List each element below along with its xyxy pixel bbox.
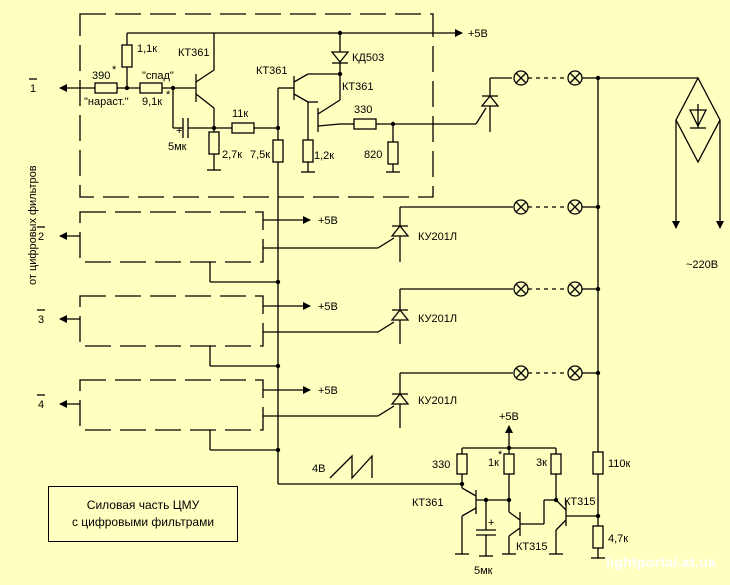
svg-text:3к: 3к (536, 457, 547, 469)
channel-2: 2 +5В КУ201Л (37, 199, 598, 285)
svg-text:"спад": "спад" (142, 70, 174, 82)
channel-2-supply-label: +5В (318, 215, 338, 227)
watermark: lightportal.at.ua (606, 554, 717, 570)
side-label: от цифровых фильтров (27, 165, 39, 285)
resistor-rise (94, 82, 118, 94)
svg-text:390: 390 (92, 70, 110, 82)
thyristor-4-label: КУ201Л (418, 395, 457, 407)
ramp-generator: 4В +5В 330 1к * 3к КТ361 (278, 411, 631, 577)
svg-text:*: * (498, 449, 503, 461)
svg-text:11к: 11к (232, 108, 248, 120)
svg-text:*: * (112, 64, 117, 76)
channel-4-input-label: 4 (38, 399, 44, 411)
ramp-amplitude-label: 4В (312, 463, 325, 475)
channel-4: 4 +5В КУ201Л (37, 365, 598, 453)
svg-text:820: 820 (364, 149, 382, 161)
svg-text:1,2к: 1,2к (314, 150, 334, 162)
svg-text:9,1к: 9,1к (142, 96, 162, 108)
svg-text:КТ315: КТ315 (516, 541, 547, 553)
svg-text:+: + (488, 517, 494, 529)
svg-text:330: 330 (354, 104, 372, 116)
channel-3: 3 +5В КУ201Л (37, 281, 598, 369)
svg-text:*: * (166, 89, 171, 101)
svg-text:2,7к: 2,7к (222, 149, 242, 161)
thyristor-2-label: КУ201Л (418, 231, 457, 243)
svg-text:КД503: КД503 (352, 52, 384, 64)
channel-4-supply-label: +5В (318, 385, 338, 397)
svg-text:1,1к: 1,1к (137, 43, 157, 55)
title-line-2: с цифровыми фильтрами (71, 515, 215, 529)
svg-text:5мк: 5мк (168, 141, 187, 153)
svg-text:+: + (176, 125, 182, 137)
svg-text:7,5к: 7,5к (250, 149, 270, 161)
svg-text:5мк: 5мк (474, 565, 493, 577)
resistor-fall (139, 82, 163, 94)
svg-text:1к: 1к (488, 457, 499, 469)
bridge-rectifier (675, 76, 721, 164)
channel-1-module (79, 13, 434, 198)
svg-text:+5В: +5В (499, 411, 519, 423)
thyristor-3-label: КУ201Л (418, 313, 457, 325)
svg-text:"нараст.": "нараст." (84, 96, 129, 108)
svg-text:4,7к: 4,7к (608, 533, 628, 545)
channel-3-input-label: 3 (38, 314, 44, 326)
channel-1-supply-label: +5В (468, 28, 488, 40)
q1-label: КТ361 (178, 47, 209, 59)
title-line-1: Силовая часть ЦМУ (86, 498, 200, 512)
title-box: Силовая часть ЦМУ с цифровыми фильтрами (48, 486, 238, 542)
svg-text:КТ361: КТ361 (342, 81, 373, 93)
svg-text:330: 330 (432, 459, 450, 471)
channel-3-supply-label: +5В (318, 301, 338, 313)
svg-text:КТ361: КТ361 (412, 497, 443, 509)
channel-1-input-label: 1 (30, 83, 36, 95)
svg-text:КТ361: КТ361 (256, 65, 287, 77)
svg-text:КТ315: КТ315 (564, 496, 595, 508)
svg-text:110к: 110к (608, 458, 631, 470)
mains-label: ~220В (686, 259, 718, 271)
channel-2-input-label: 2 (38, 231, 44, 243)
resistor-top (121, 44, 133, 68)
